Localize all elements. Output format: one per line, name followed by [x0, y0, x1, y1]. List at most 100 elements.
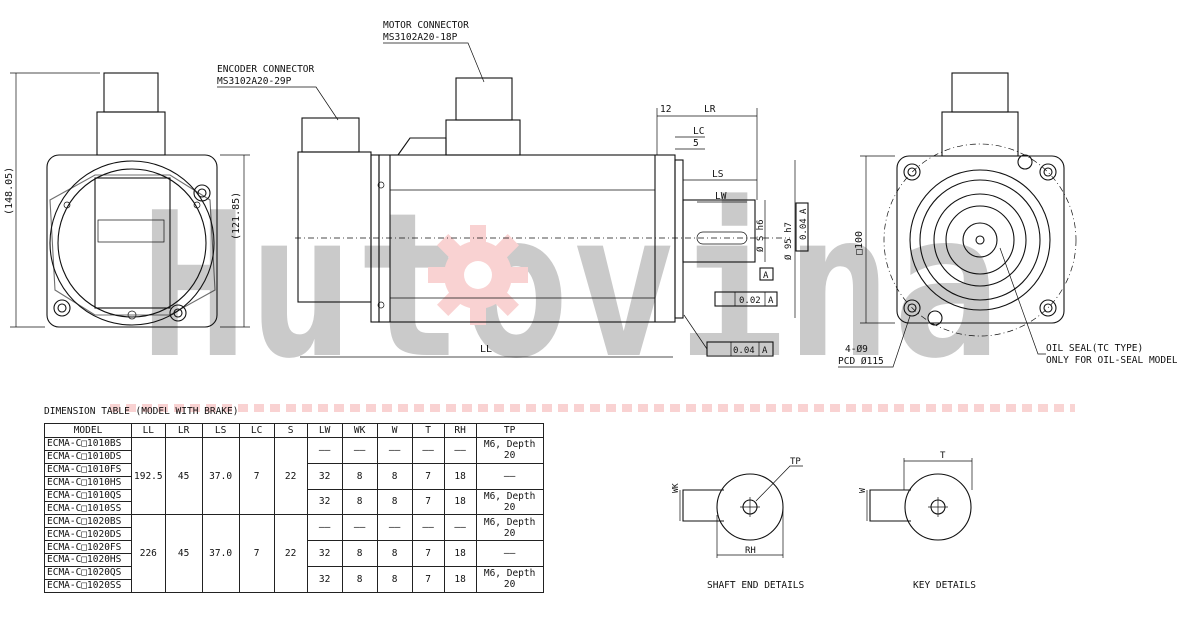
flange-view: □100 4-Ø9 PCD Ø115 OIL SEAL(TC TYPE) ONL… [838, 72, 1177, 368]
w-cell: —— [376, 514, 413, 542]
t-cell: 7 [411, 540, 445, 567]
lw-cell: 32 [306, 488, 343, 516]
tp-cell: —— [475, 462, 544, 490]
t-cell: 7 [411, 565, 445, 593]
lr-cell: 45 [164, 514, 203, 593]
watermark: Hutovina [110, 170, 1075, 412]
dimension-table: MODEL LL LR LS LC S LW WK W T RH TP ECMA… [44, 423, 544, 593]
table-row: ECMA-C□1020BS 226 45 37.0 7 22 —— —— —— … [44, 514, 544, 593]
w-cell: 8 [376, 462, 413, 490]
ls-cell: 37.0 [201, 436, 240, 516]
wk-cell: 8 [341, 540, 378, 567]
w-cell: 8 [376, 540, 413, 567]
model-cell: ECMA-C□1020HS [44, 553, 132, 567]
t-cell: —— [411, 514, 445, 542]
ls-cell: 37.0 [201, 514, 240, 593]
lw-cell: 32 [306, 462, 343, 490]
holes-label: 4-Ø9 [845, 344, 868, 355]
wk-cell: 8 [341, 488, 378, 516]
oil-seal-label: OIL SEAL(TC TYPE) [1046, 343, 1143, 354]
model-cell: ECMA-C□1020DS [44, 527, 132, 542]
tp-cell: M6, Depth 20 [475, 565, 544, 593]
header-lw: LW [306, 423, 343, 438]
table-row: ECMA-C□1010FS 32 8 8 7 18 —— [44, 462, 544, 490]
lw-cell: 32 [306, 565, 343, 593]
s-cell: 22 [273, 436, 308, 516]
s-cell: 22 [273, 514, 308, 593]
datum-a-3: A [768, 296, 774, 306]
tp-cell: —— [475, 540, 544, 567]
dim-lc: LC [693, 126, 704, 137]
lw-cell: 32 [306, 540, 343, 567]
header-lr: LR [164, 423, 203, 438]
header-w: W [376, 423, 413, 438]
header-model: MODEL [44, 423, 132, 438]
shaft-end-details: WK TP RH SHAFT END DETAILS [671, 457, 805, 591]
rh-cell: —— [443, 514, 477, 542]
tp-cell: M6, Depth 20 [475, 488, 544, 516]
header-rh: RH [443, 423, 477, 438]
key-details: W T KEY DETAILS [858, 451, 976, 591]
model-cell: ECMA-C□1010SS [44, 501, 132, 516]
encoder-connector-label: ENCODER CONNECTOR [217, 64, 315, 75]
datum-a-1: A [799, 208, 809, 214]
encoder-connector-model: MS3102A20-29P [217, 76, 292, 87]
front-view: (148.05) (121.85) [4, 72, 250, 328]
motor-connector-label: MOTOR CONNECTOR [383, 20, 469, 31]
t-cell: 7 [411, 488, 445, 516]
side-view: LL 12 LR LC 5 LS LW Ø S h6 Ø 95 h7 0.04 … [295, 77, 809, 358]
watermark-text: Hutovina [140, 170, 1000, 403]
motor-connector-model: MS3102A20-18P [383, 32, 458, 43]
w-cell: 8 [376, 488, 413, 516]
tp-cell: M6, Depth 20 [475, 514, 544, 542]
shaft-end-title: SHAFT END DETAILS [707, 580, 805, 591]
wk-cell: —— [341, 437, 378, 464]
table-row: ECMA-C□1020QS 32 8 8 7 18 M6, Depth 20 [44, 565, 544, 593]
wk-cell: 8 [341, 462, 378, 490]
wk-cell: —— [341, 514, 378, 542]
rh-cell: —— [443, 437, 477, 464]
table-title: DIMENSION TABLE (MODEL WITH BRAKE) [44, 406, 239, 417]
ll-cell: 226 [131, 514, 166, 593]
model-cell: ECMA-C□1010DS [44, 449, 132, 464]
datum-a-4: A [762, 346, 768, 356]
t-cell: 7 [411, 462, 445, 490]
rh-cell: 18 [443, 488, 477, 516]
table-header-row: MODEL LL LR LS LC S LW WK W T RH TP [44, 423, 544, 438]
dim-square: □100 [854, 231, 865, 255]
rh-cell: 18 [443, 540, 477, 567]
dim-total-height: (148.05) [4, 167, 15, 215]
model-cell: ECMA-C□1020QS [44, 565, 132, 580]
w-label: W [858, 488, 867, 493]
watermark-gear-icon [428, 225, 528, 325]
lw-cell: —— [306, 514, 343, 542]
t-cell: —— [411, 437, 445, 464]
datum-a-2: A [763, 271, 769, 281]
model-cell: ECMA-C□1010BS [44, 437, 132, 451]
oil-seal-note: ONLY FOR OIL-SEAL MODEL [1046, 355, 1177, 366]
lw-cell: —— [306, 437, 343, 464]
table-row: ECMA-C□1010BS 192.5 45 37.0 7 22 —— —— —… [44, 436, 544, 516]
table-row: ECMA-C□1020SS [44, 578, 544, 593]
dim-shaft: Ø S h6 [755, 219, 766, 252]
t-label: T [940, 451, 946, 461]
pcd-label: PCD Ø115 [838, 356, 884, 367]
header-wk: WK [341, 423, 378, 438]
dim-ls: LS [712, 169, 724, 180]
rh-label: RH [745, 546, 756, 556]
dim-5: 5 [693, 138, 699, 149]
header-s: S [273, 423, 308, 438]
model-cell: ECMA-C□1020BS [44, 514, 132, 529]
w-cell: 8 [376, 565, 413, 593]
tp-label: TP [790, 457, 801, 467]
tol-flat: 0.02 [739, 296, 761, 306]
ll-cell: 192.5 [131, 436, 166, 516]
w-cell: —— [376, 437, 413, 464]
dim-mount-height: (121.85) [231, 192, 242, 240]
lc-cell: 7 [238, 514, 275, 593]
model-cell: ECMA-C□1010HS [44, 475, 132, 490]
rh-cell: 18 [443, 565, 477, 593]
model-cell: ECMA-C□1020FS [44, 540, 132, 555]
dim-lr: LR [704, 104, 716, 115]
